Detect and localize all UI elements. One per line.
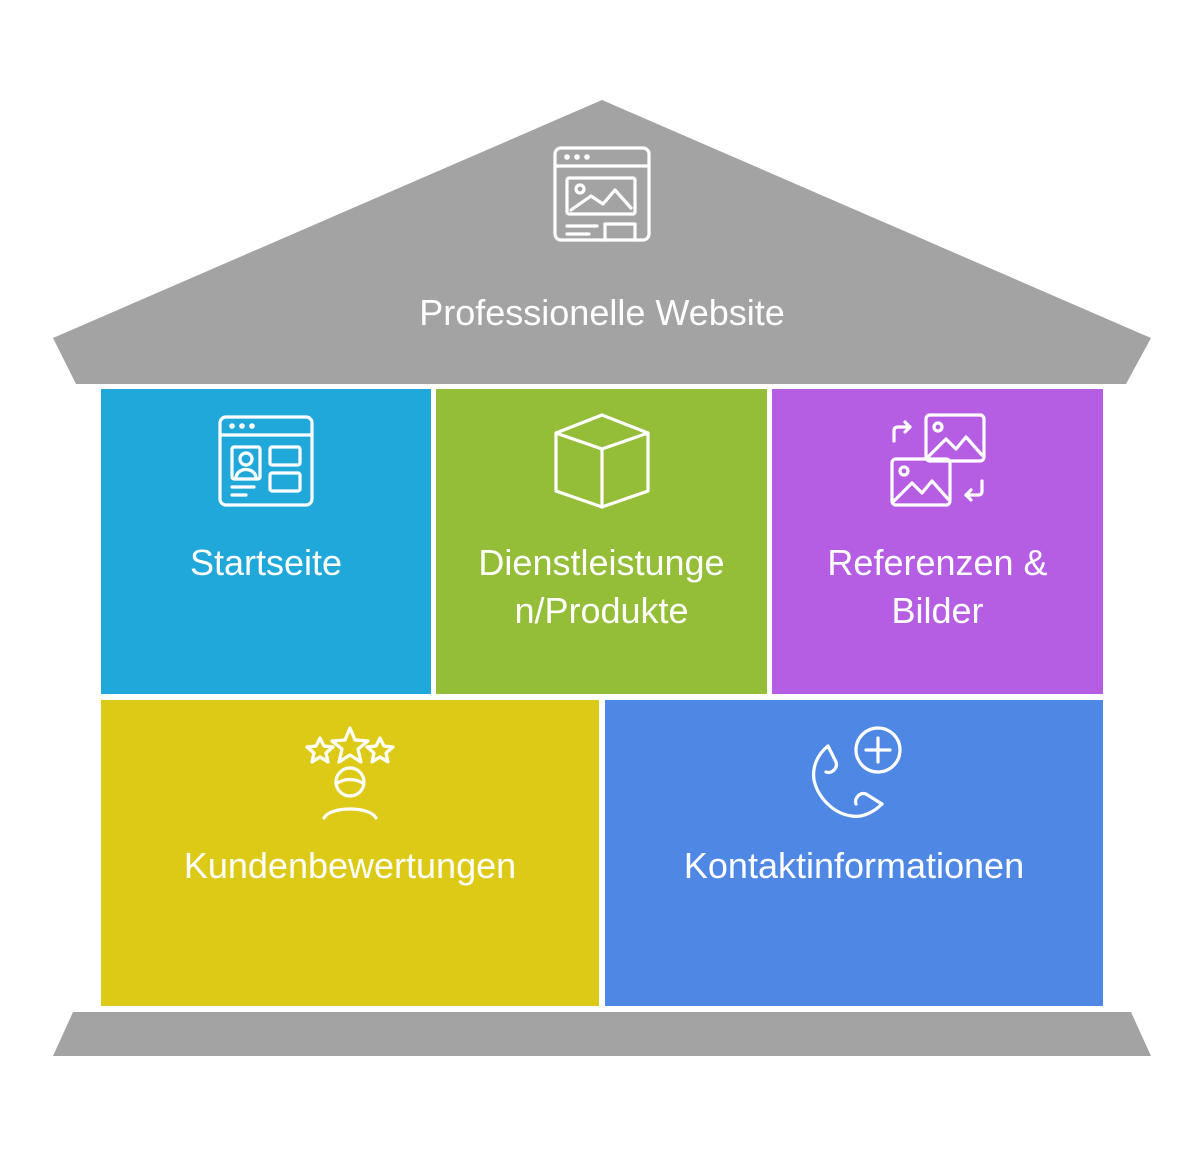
pillar-dienstleistungen: Dienstleistunge n/Produkte xyxy=(436,389,767,694)
pillar-kontaktinformationen: Kontaktinformationen xyxy=(605,700,1103,1006)
pillar-label: Startseite xyxy=(189,542,343,583)
base xyxy=(53,1012,1151,1056)
homepage-layout-icon xyxy=(218,415,314,507)
image-swap-icon xyxy=(889,413,986,507)
pillar-label: Dienstleistunge n/Produkte xyxy=(478,542,725,631)
pillar-label: Kontaktinformationen xyxy=(683,845,1025,886)
website-icon xyxy=(553,146,651,242)
pillar-kundenbewertungen: Kundenbewertungen xyxy=(101,700,599,1006)
roof xyxy=(53,100,1151,384)
customer-rating-icon xyxy=(305,726,395,820)
page-title: Professionelle Website xyxy=(419,292,785,333)
pillar-label: Referenzen & Bilder xyxy=(827,542,1048,631)
pillar-startseite: Startseite xyxy=(101,389,431,694)
pillar-label: Kundenbewertungen xyxy=(183,845,517,886)
pillar-referenzen: Referenzen & Bilder xyxy=(772,389,1103,694)
box-icon xyxy=(553,413,650,509)
phone-add-icon xyxy=(812,726,902,818)
